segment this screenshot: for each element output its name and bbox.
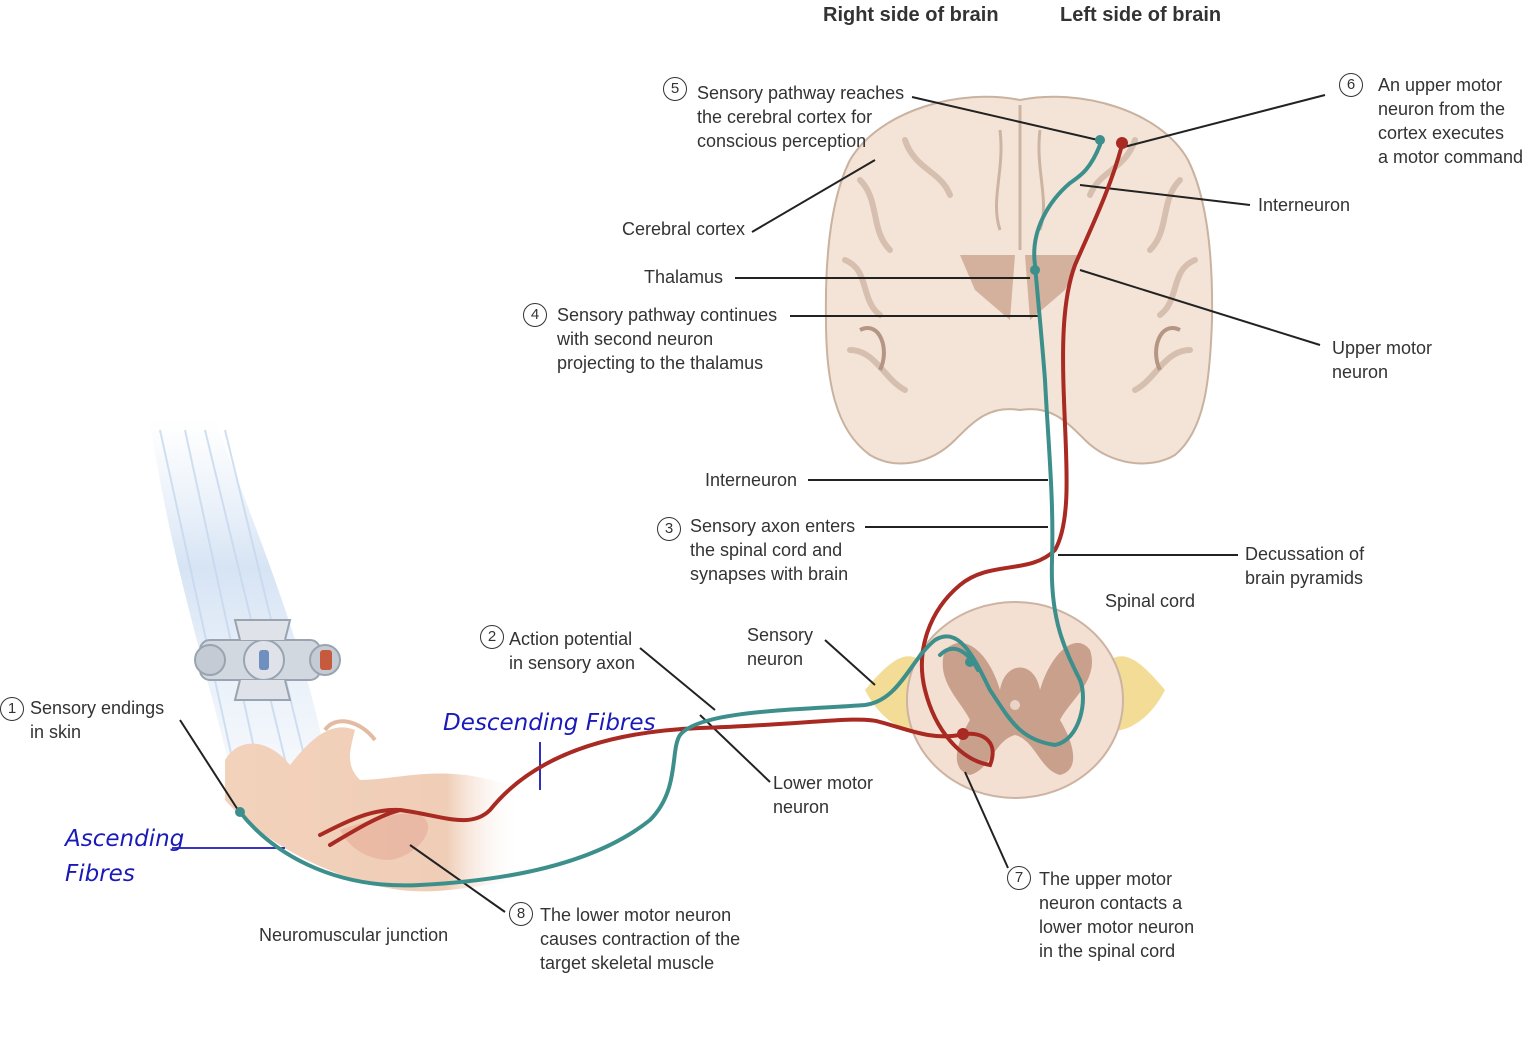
- cerebral-cortex-label: Cerebral cortex: [622, 219, 746, 239]
- step-2-label: Action potential in sensory axon: [509, 627, 635, 675]
- step-8-line: causes contraction of the: [540, 929, 741, 949]
- step-2-badge: 2: [480, 625, 504, 649]
- step-3-line: synapses with brain: [690, 564, 849, 584]
- step-5-badge: 5: [663, 77, 687, 101]
- ascending-fibres-line: Ascending: [65, 826, 185, 852]
- step-4-label: Sensory pathway continues with second ne…: [557, 303, 777, 375]
- faucet-illustration: [194, 619, 341, 701]
- step-1-badge: 1: [0, 697, 24, 721]
- step-6-line: a motor command: [1378, 147, 1524, 167]
- sensory-neuron-label: Sensory neuron: [747, 623, 813, 671]
- cortex-sensory-neuron: [1095, 135, 1105, 145]
- step-7-line: neuron contacts a: [1039, 893, 1183, 913]
- step-1-line: in skin: [30, 722, 82, 742]
- thalamus-synapse: [1030, 265, 1040, 275]
- decussation-line: brain pyramids: [1245, 568, 1364, 588]
- step-8-badge: 8: [509, 902, 533, 926]
- neuromuscular-junction-label: Neuromuscular junction: [259, 925, 449, 945]
- upper-motor-neuron-cell-body: [1116, 137, 1128, 149]
- step-7-badge: 7: [1007, 866, 1031, 890]
- spinal-synapse: [965, 657, 975, 667]
- step-5-label: Sensory pathway reaches the cerebral cor…: [697, 81, 904, 153]
- step-6-badge: 6: [1339, 73, 1363, 97]
- step-4-badge: 4: [523, 303, 547, 327]
- leader-lines: [179, 94, 1326, 913]
- step-2-line: in sensory axon: [509, 653, 636, 673]
- upper-motor-neuron-line: neuron: [1332, 362, 1389, 382]
- sensory-pathway: [238, 143, 1102, 888]
- step-8-line: The lower motor neuron: [540, 905, 732, 925]
- lower-motor-neuron-cell-body: [957, 728, 969, 740]
- decussation-line: Decussation of: [1245, 544, 1365, 564]
- step-3-label: Sensory axon enters the spinal cord and …: [690, 514, 855, 586]
- left-side-of-brain-header: Left side of brain: [1060, 4, 1222, 26]
- step-6-line: neuron from the: [1378, 99, 1506, 119]
- step-3-line: the spinal cord and: [690, 540, 843, 560]
- step-8-line: target skeletal muscle: [540, 953, 715, 973]
- step-4-line: projecting to the thalamus: [557, 353, 764, 373]
- step-7-line: lower motor neuron: [1039, 917, 1195, 937]
- decussation-label: Decussation of brain pyramids: [1245, 542, 1364, 590]
- descending-fibres-annotation: Descending Fibres: [443, 710, 656, 736]
- sensory-neuron-line: neuron: [747, 649, 804, 669]
- lower-motor-neuron-line: neuron: [773, 797, 830, 817]
- right-side-of-brain-header: Right side of brain: [823, 4, 999, 26]
- step-6-label: An upper motor neuron from the cortex ex…: [1378, 73, 1523, 169]
- spinal-cord-label: Spinal cord: [1105, 591, 1196, 611]
- step-5-line: Sensory pathway reaches: [697, 83, 905, 103]
- upper-motor-neuron-label: Upper motor neuron: [1332, 336, 1432, 384]
- step-7-line: in the spinal cord: [1039, 941, 1176, 961]
- step-5-line: the cerebral cortex for: [697, 107, 873, 127]
- step-4-line: with second neuron: [557, 329, 714, 349]
- step-6-line: cortex executes: [1378, 123, 1505, 143]
- interneuron-top-label: Interneuron: [1258, 195, 1351, 215]
- step-3-badge: 3: [657, 517, 681, 541]
- step-1-line: Sensory endings: [30, 698, 165, 718]
- step-7-line: The upper motor: [1039, 869, 1173, 889]
- step-2-line: Action potential: [509, 629, 633, 649]
- step-1-label: Sensory endings in skin: [30, 696, 164, 744]
- spinal-cord-illustration: [865, 601, 1165, 799]
- upper-motor-neuron-line: Upper motor: [1332, 338, 1433, 358]
- step-6-line: An upper motor: [1378, 75, 1503, 95]
- sensory-neuron-line: Sensory: [747, 625, 814, 645]
- lower-motor-neuron-line: Lower motor: [773, 773, 874, 793]
- step-4-line: Sensory pathway continues: [557, 305, 778, 325]
- step-7-label: The upper motor neuron contacts a lower …: [1039, 867, 1194, 963]
- step-5-line: conscious perception: [697, 131, 867, 151]
- water-spray-illustration: [150, 420, 330, 790]
- step-3-line: Sensory axon enters: [690, 516, 856, 536]
- step-8-label: The lower motor neuron causes contractio…: [540, 903, 740, 975]
- sensory-ending-dot: [235, 807, 245, 817]
- interneuron-mid-label: Interneuron: [705, 470, 798, 490]
- motor-pathway: [318, 143, 1124, 847]
- thalamus-label: Thalamus: [644, 267, 724, 287]
- ascending-fibres-line: Fibres: [65, 861, 135, 887]
- lower-motor-neuron-label: Lower motor neuron: [773, 771, 873, 819]
- ascending-fibres-annotation: Ascending Fibres: [65, 822, 184, 892]
